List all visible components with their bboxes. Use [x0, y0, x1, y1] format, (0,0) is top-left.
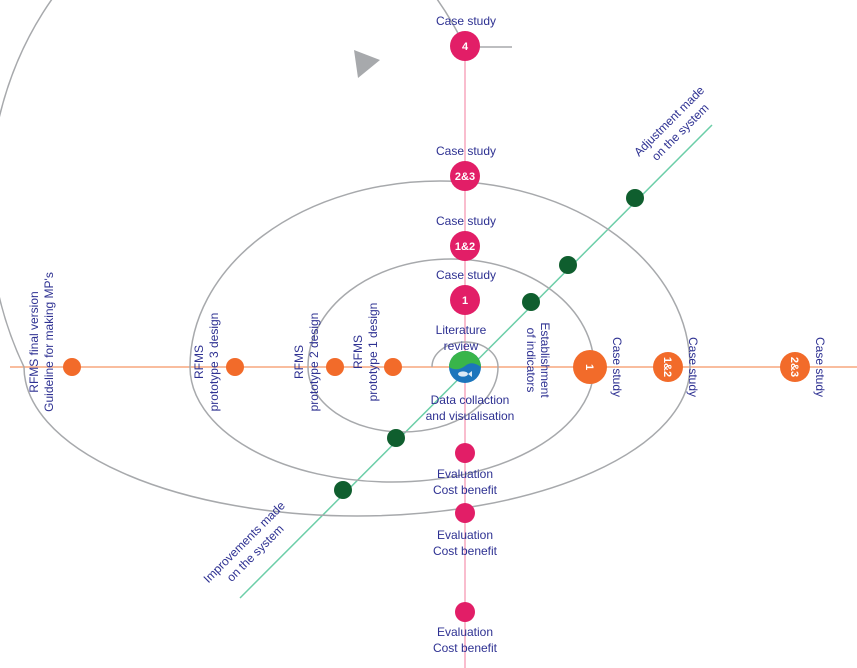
- green-node: [334, 481, 352, 499]
- prototype-line1: RFMS: [351, 335, 365, 369]
- center-bottom-line2: and visualisation: [426, 409, 515, 423]
- green-node: [522, 293, 540, 311]
- green-node: [387, 429, 405, 447]
- top-case-study-3: 2&3 Case study: [436, 144, 496, 191]
- center-right-line2: of indicators: [524, 328, 538, 393]
- orange-node: [63, 358, 81, 376]
- pink-node: [455, 443, 475, 463]
- evaluation-line1: Evaluation: [437, 467, 493, 481]
- case-study-label: Case study: [436, 268, 496, 282]
- top-case-study-2: 1&2 Case study: [436, 214, 496, 261]
- case-study-label: Case study: [686, 337, 700, 397]
- right-case-study-1: 1 Case study: [573, 337, 624, 397]
- orange-node: [384, 358, 402, 376]
- top-case-study-4: 4 Case study: [436, 14, 496, 61]
- case-study-label: Case study: [436, 14, 496, 28]
- node-number: 1: [462, 295, 468, 307]
- prototype-line1: RFMS: [292, 345, 306, 379]
- evaluation-2: Evaluation Cost benefit: [433, 503, 498, 558]
- evaluation-3: Evaluation Cost benefit: [433, 602, 498, 655]
- orange-node: [226, 358, 244, 376]
- orange-node: [653, 352, 683, 382]
- orange-node: [780, 352, 810, 382]
- prototype-line2: prototype 1 design: [366, 303, 380, 402]
- node-number: 1&2: [661, 357, 673, 377]
- case-study-label: Case study: [436, 144, 496, 158]
- pink-node: [450, 31, 480, 61]
- orange-node: [573, 350, 607, 384]
- spiral-direction-arrow: [354, 50, 380, 78]
- evaluation-1: Evaluation Cost benefit: [433, 443, 498, 497]
- pink-node: [450, 285, 480, 315]
- prototype-final: RFMS final version Guideline for making …: [27, 272, 81, 412]
- fish-logo-icon: [449, 351, 481, 383]
- pink-node: [455, 503, 475, 523]
- pink-node: [450, 161, 480, 191]
- prototype-line1: RFMS final version: [27, 291, 41, 392]
- node-number: 2&3: [455, 171, 475, 183]
- prototype-3: RFMS prototype 3 design: [192, 313, 244, 412]
- center-top-line1: Literature: [436, 323, 487, 337]
- prototype-line2: Guideline for making MP's: [42, 272, 56, 412]
- case-study-label: Case study: [813, 337, 827, 397]
- node-number: 1: [583, 364, 595, 370]
- prototype-line2: prototype 3 design: [207, 313, 221, 412]
- top-case-study-1: 1 Case study: [436, 268, 496, 315]
- node-number: 4: [462, 41, 469, 53]
- center-right-line1: Establishment: [538, 322, 552, 398]
- evaluation-line1: Evaluation: [437, 625, 493, 639]
- green-node: [559, 256, 577, 274]
- pink-node: [450, 231, 480, 261]
- green-node: [626, 189, 644, 207]
- pink-node: [455, 602, 475, 622]
- evaluation-line2: Cost benefit: [433, 641, 498, 655]
- prototype-2: RFMS prototype 2 design: [292, 313, 344, 412]
- node-number: 2&3: [788, 357, 800, 377]
- prototype-1: RFMS prototype 1 design: [351, 303, 402, 402]
- center-top-line2: review: [444, 339, 479, 353]
- prototype-line1: RFMS: [192, 345, 206, 379]
- node-number: 1&2: [455, 241, 475, 253]
- right-case-study-2: 1&2 Case study: [653, 337, 700, 397]
- orange-node: [326, 358, 344, 376]
- center-bottom-line1: Data collaction: [431, 393, 510, 407]
- case-study-label: Case study: [610, 337, 624, 397]
- prototype-line2: prototype 2 design: [307, 313, 321, 412]
- evaluation-line2: Cost benefit: [433, 544, 498, 558]
- case-study-label: Case study: [436, 214, 496, 228]
- development-spiral: [0, 0, 691, 517]
- right-case-study-3: 2&3 Case study: [780, 337, 827, 397]
- evaluation-line1: Evaluation: [437, 528, 493, 542]
- evaluation-line2: Cost benefit: [433, 483, 498, 497]
